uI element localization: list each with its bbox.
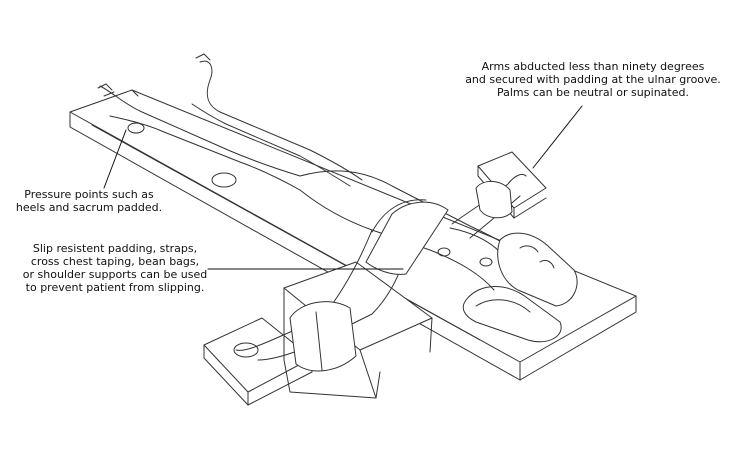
annotation-pressure-line-1: Pressure points such as [4, 188, 174, 201]
annotation-arms-line-2: and secured with padding at the ulnar gr… [460, 73, 726, 86]
annotation-pressure-points: Pressure points such as heels and sacrum… [4, 188, 174, 214]
callout-line-pressure [104, 130, 126, 188]
annotation-slip-prevention: Slip resistent padding, straps, cross ch… [10, 242, 220, 294]
arm-padding-lower [290, 302, 356, 371]
annotation-slip-line-3: or shoulder supports can be used [10, 268, 220, 281]
annotation-slip-line-1: Slip resistent padding, straps, [10, 242, 220, 255]
callout-line-arms [533, 106, 582, 168]
annotation-arms: Arms abducted less than ninety degrees a… [460, 60, 726, 99]
annotation-slip-line-4: to prevent patient from slipping. [10, 281, 220, 294]
annotation-arms-line-1: Arms abducted less than ninety degrees [460, 60, 726, 73]
annotation-pressure-line-2: heels and sacrum padded. [4, 201, 174, 214]
annotation-arms-line-3: Palms can be neutral or supinated. [460, 86, 726, 99]
arm-padding-upper [476, 181, 512, 217]
annotation-slip-line-2: cross chest taping, bean bags, [10, 255, 220, 268]
